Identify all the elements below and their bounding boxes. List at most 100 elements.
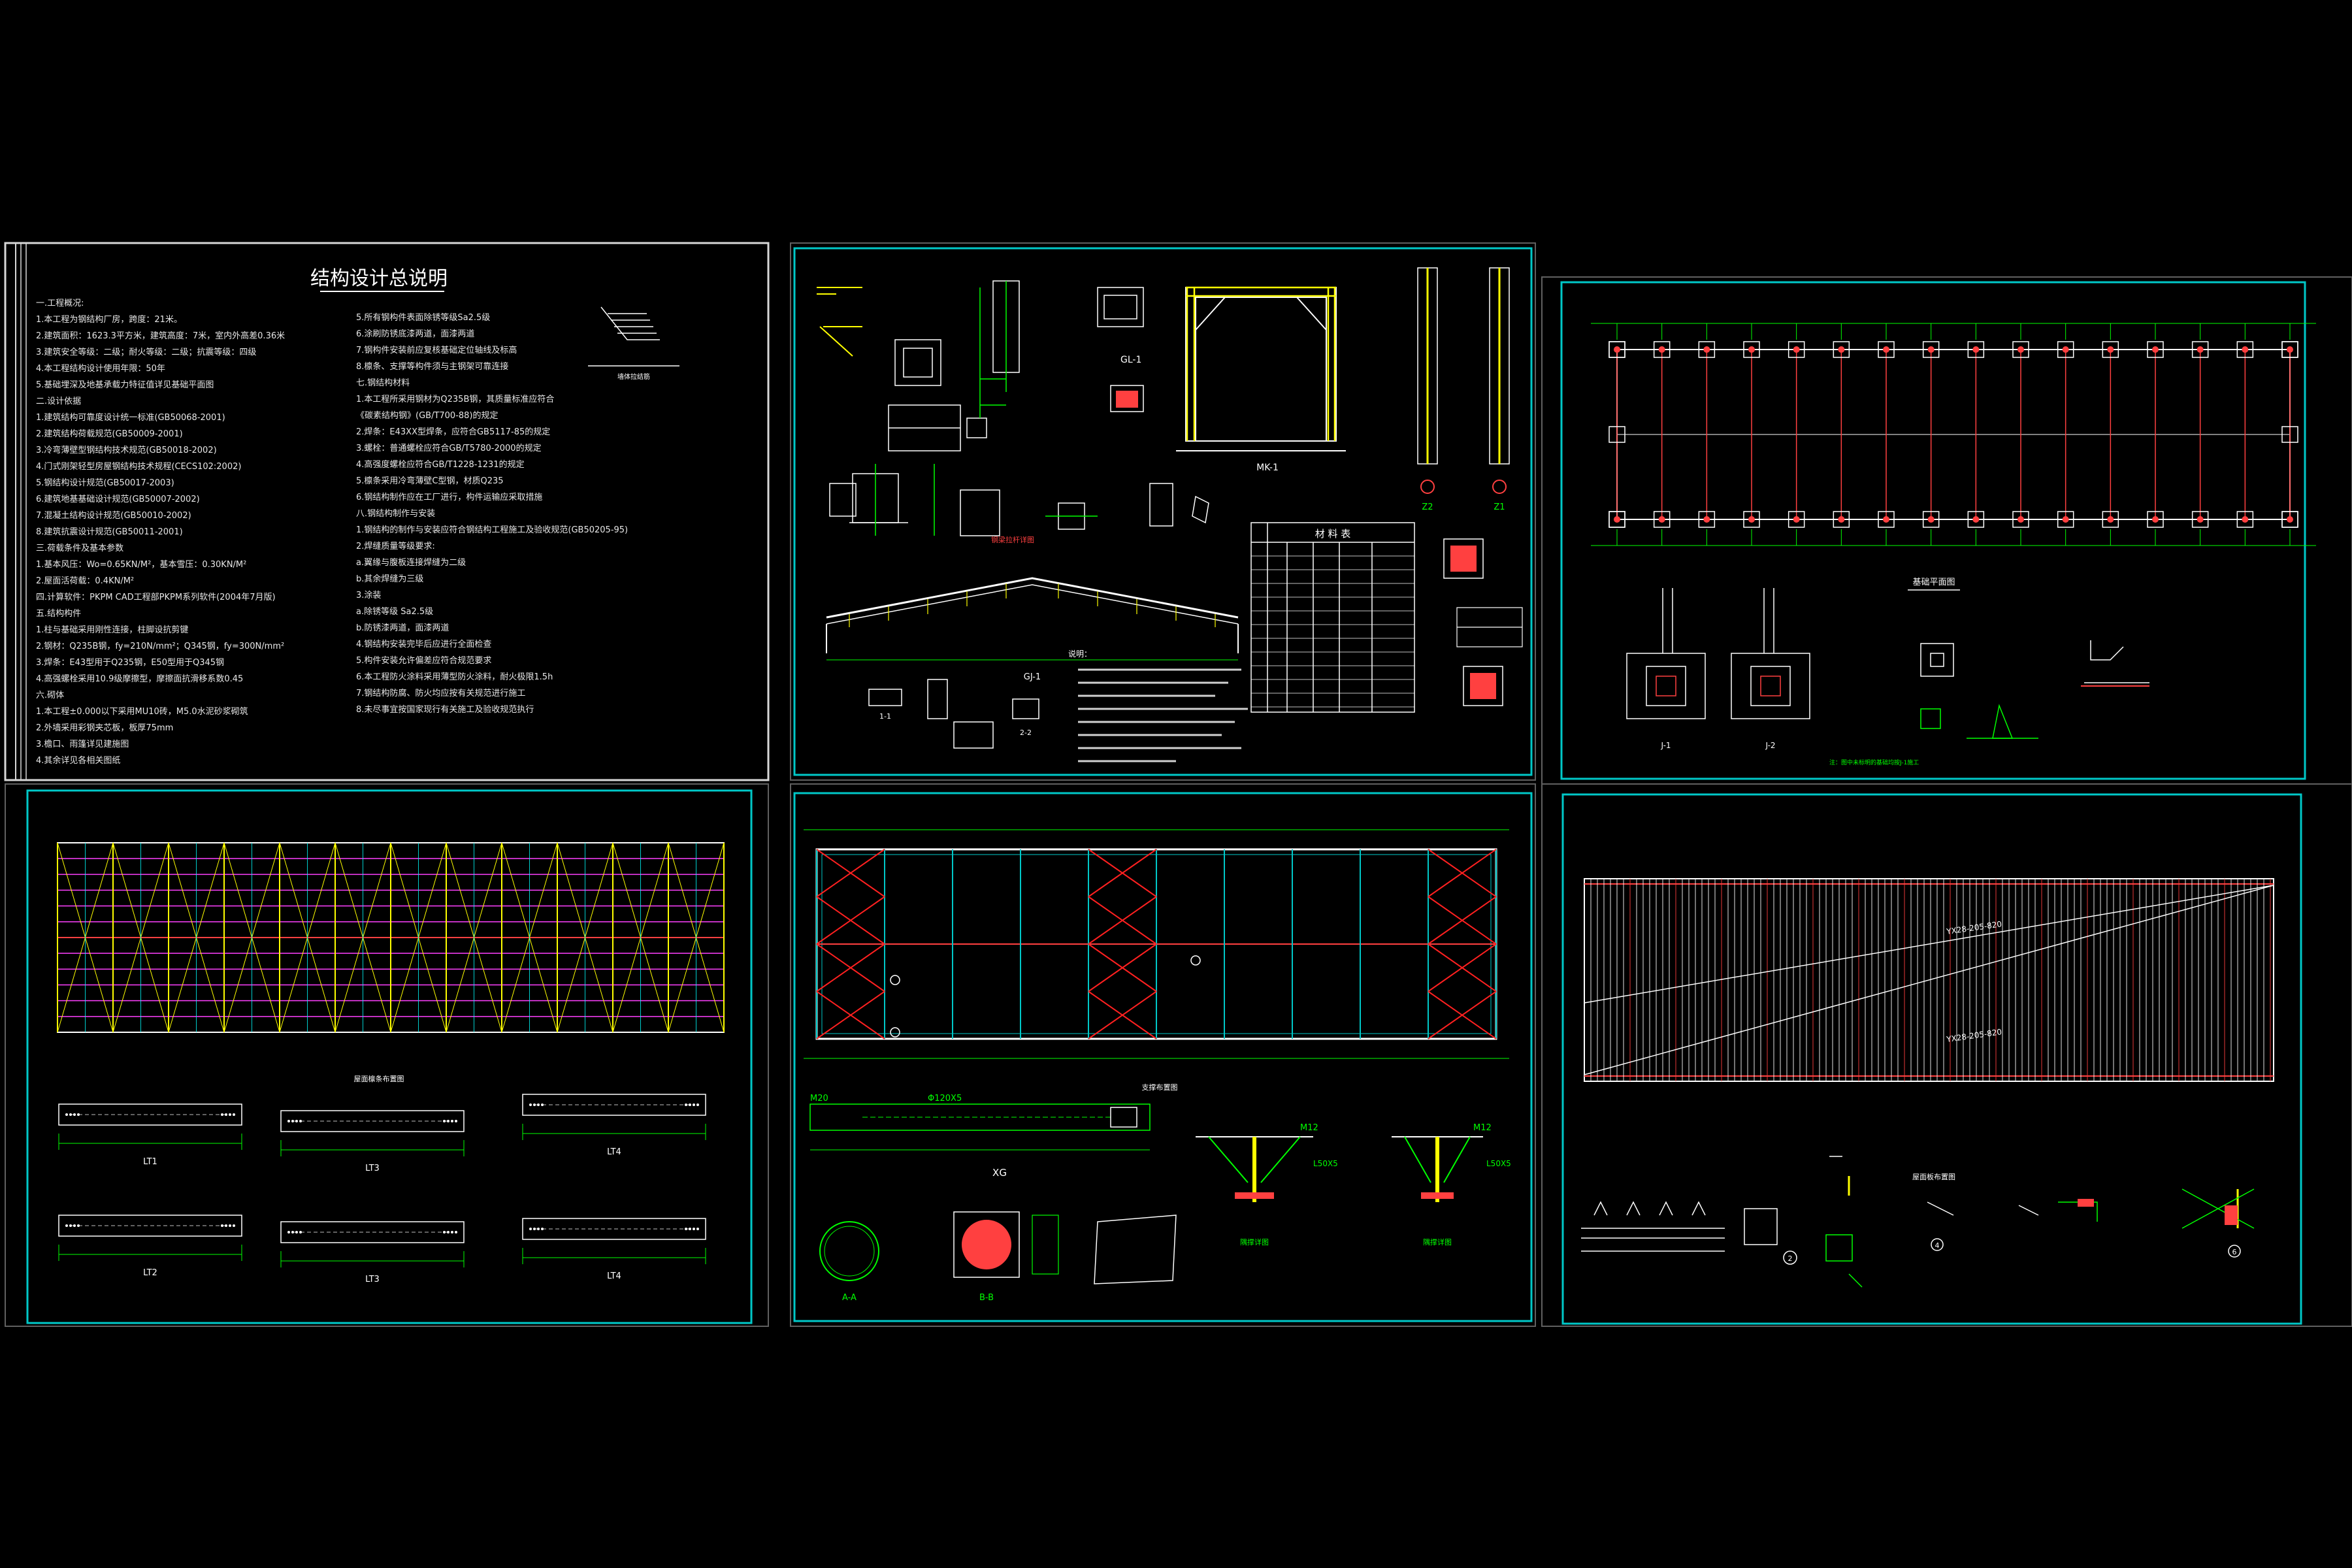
knee-bolt-note-2: M12 <box>1473 1123 1492 1133</box>
note-line: 6.钢结构制作应在工厂进行，构件运输应采取措施 <box>356 492 542 502</box>
purlin-label: LT1 <box>143 1157 157 1167</box>
note-line: 2.建筑结构荷载规范(GB50009-2001) <box>36 429 183 439</box>
sheet-roof-panel: YX28-205-820 YX28-205-820 屋面板布置图 <box>1541 783 2352 1327</box>
purlin-label: LT2 <box>143 1268 157 1278</box>
note-line: 4.钢结构安装完毕后应进行全面检查 <box>356 639 491 649</box>
sheet-foundation-plan: 基础平面图 J-1 J-2 注：图中未标明的基础均按J- <box>1541 276 2352 785</box>
z2-label: Z2 <box>1422 502 1433 512</box>
gj1-label: GJ-1 <box>1024 672 1041 682</box>
pipe-note: Φ120X5 <box>928 1094 962 1103</box>
section-bb: B-B <box>953 1211 1059 1303</box>
foundation-grid <box>1591 323 2316 546</box>
j2-label: J-2 <box>1765 741 1775 750</box>
note-line: 六.砌体 <box>36 691 64 700</box>
note-line: 3.涂装 <box>356 590 381 600</box>
knee-brace-details: 隅撑详图 M12 L50X5 隅撑详图 M12 L50X5 <box>1196 1123 1511 1247</box>
note-line: 二.设计依据 <box>36 397 81 406</box>
note-line: 4.本工程结构设计使用年限：50年 <box>36 363 165 374</box>
frame-notes-title: 说明： <box>1068 649 1092 659</box>
note-line: 《碳素结构钢》(GB/T700-88)的规定 <box>356 410 498 421</box>
knee-brace-label-2: 隅撑详图 <box>1423 1237 1452 1247</box>
section-aa: A-A <box>819 1221 879 1303</box>
note-line: 五.结构构件 <box>36 609 81 619</box>
note-line: 1.基本风压：Wo=0.65KN/M²，基本雪压：0.30KN/M² <box>36 560 246 570</box>
note-line: 1.钢结构的制作与安装应符合钢结构工程施工及验收规范(GB50205-95) <box>356 525 628 535</box>
note-line: 6.涂刷防锈底漆两道，面漆两道 <box>356 329 474 339</box>
purlin-plan <box>57 842 725 1033</box>
bb-label: B-B <box>979 1293 994 1303</box>
purlin-label: LT3 <box>365 1164 380 1173</box>
note-line: 1.柱与基础采用刚性连接，柱脚设抗剪键 <box>36 625 188 635</box>
portal-frame-mk1 <box>1176 287 1346 451</box>
purlin-label: LT3 <box>365 1275 380 1284</box>
svg-text:墙体拉结筋: 墙体拉结筋 <box>617 372 650 381</box>
note-line: 3.建筑安全等级：二级；耐火等级：二级；抗震等级：四级 <box>36 347 256 357</box>
roof-detail-6: 6 <box>2232 1248 2237 1256</box>
roof-detail-4: 4 <box>1935 1241 1940 1250</box>
bracing-plan-title: 支撑布置图 <box>1142 1083 1178 1092</box>
svg-text:钢梁拉杆详图: 钢梁拉杆详图 <box>991 535 1034 544</box>
note-line: 8.檩条、支撑等构件须与主钢架可靠连接 <box>356 361 508 372</box>
gl1-label: GL-1 <box>1120 355 1141 365</box>
section-2-2: 2-2 <box>1020 728 1032 737</box>
note-line: 四.计算软件：PKPM CAD工程部PKPM系列软件(2004年7月版) <box>36 593 276 602</box>
note-line: 1.建筑结构可靠度设计统一标准(GB50068-2001) <box>36 412 225 423</box>
aa-label: A-A <box>842 1293 857 1303</box>
note-line: 7.钢构件安装前应复核基础定位轴线及标高 <box>356 345 517 355</box>
knee-angle-note-2: L50X5 <box>1486 1159 1511 1168</box>
note-line: 8.未尽事宜按国家现行有关施工及验收规范执行 <box>356 704 534 715</box>
note-line: 七.钢结构材料 <box>356 378 410 388</box>
roof-plan-title: 屋面板布置图 <box>1912 1172 1955 1181</box>
note-line: b.其余焊缝为三级 <box>356 574 423 584</box>
notes-column-1: 一.工程概况:1.本工程为钢结构厂房，跨度：21米。2.建筑面积：1623.3平… <box>36 299 285 766</box>
note-line: 6.本工程防火涂料采用薄型防火涂料，耐火极限1.5h <box>356 672 553 682</box>
note-line: 三.荷载条件及基本参数 <box>36 543 123 553</box>
note-line: 3.焊条：E43型用于Q235钢，E50型用于Q345钢 <box>36 657 224 668</box>
note-line: 4.高强螺栓采用10.9级摩擦型，摩擦面抗滑移系数0.45 <box>36 674 243 684</box>
j1-label: J-1 <box>1660 741 1671 750</box>
purlin-label: LT4 <box>607 1147 621 1157</box>
sheet-general-notes: 结构设计总说明 一.工程概况:1.本工程为钢结构厂房，跨度：21米。2.建筑面积… <box>4 242 770 781</box>
note-line: 5.钢结构设计规范(GB50017-2003) <box>36 478 174 488</box>
purlin-plan-title: 屋面檩条布置图 <box>354 1074 404 1083</box>
mk1-label: MK-1 <box>1256 463 1279 473</box>
foundation-note: 注：图中未标明的基础均按J-1施工 <box>1829 759 1919 766</box>
note-line: 3.螺栓：普通螺栓应符合GB/T5780-2000的规定 <box>356 443 542 453</box>
note-line: 4.其余详见各相关图纸 <box>36 755 120 766</box>
note-line: a.翼缘与腹板连接焊缝为二级 <box>356 557 466 568</box>
note-line: 八.钢结构制作与安装 <box>356 509 435 519</box>
note-line: 2.屋面活荷载：0.4KN/M² <box>36 576 134 586</box>
note-line: 5.基础埋深及地基承载力特征值详见基础平面图 <box>36 380 214 390</box>
truss-gj1: GJ-1 <box>826 577 1239 682</box>
note-line: 3.檐口、雨篷详见建施图 <box>36 740 129 749</box>
frame-notes-lines <box>1078 668 1248 762</box>
knee-bolt-note-1: M12 <box>1300 1123 1318 1133</box>
roof-panel-plan <box>1584 878 2274 1082</box>
section-1-1: 1-1 <box>879 712 891 721</box>
bracing-plan <box>804 829 1509 1059</box>
note-line: 5.构件安装允许偏差应符合规范要求 <box>356 655 491 666</box>
z1-label: Z1 <box>1494 502 1505 512</box>
general-notes-title: 结构设计总说明 <box>310 267 448 290</box>
sheet-frame-details: GL-1 MK-1 Z2 Z1 <box>790 242 1536 781</box>
knee-brace-label-1: 隅撑详图 <box>1240 1237 1269 1247</box>
note-line: 4.高强度螺栓应符合GB/T1228-1231的规定 <box>356 459 525 470</box>
note-line: 3.冷弯薄壁型钢结构技术规范(GB50018-2002) <box>36 445 217 455</box>
note-line: 1.本工程所采用钢材为Q235B钢，其质量标准应符合 <box>356 394 554 404</box>
purlin-label: LT4 <box>607 1271 621 1281</box>
xg-detail: XG M20 Φ120X5 <box>809 1094 1151 1179</box>
note-line: 8.建筑抗震设计规范(GB50011-2001) <box>36 527 183 537</box>
note-line: 2.钢材：Q235B钢，fy=210N/mm²；Q345钢，fy=300N/mm… <box>36 642 284 651</box>
notes-column-2: 5.所有钢构件表面除锈等级Sa2.5级6.涂刷防锈底漆两道，面漆两道7.钢构件安… <box>356 312 628 715</box>
note-line: 5.檩条采用冷弯薄壁C型钢，材质Q235 <box>356 476 504 486</box>
roof-detail-2: 2 <box>1788 1254 1793 1263</box>
note-line: 1.本工程±0.000以下采用MU10砖，M5.0水泥砂浆砌筑 <box>36 706 248 717</box>
note-line: 7.钢结构防腐、防火均应按有关规范进行施工 <box>356 688 525 698</box>
note-line: 2.建筑面积：1623.3平方米，建筑高度：7米，室内外高差0.36米 <box>36 331 285 341</box>
note-line: 4.门式刚架轻型房屋钢结构技术规程(CECS102:2002) <box>36 461 241 472</box>
material-table-title: 材 料 表 <box>1315 528 1351 540</box>
roof-label-1: YX28-205-820 <box>1945 919 2002 936</box>
stair-detail: 墙体拉结筋 <box>588 306 679 381</box>
